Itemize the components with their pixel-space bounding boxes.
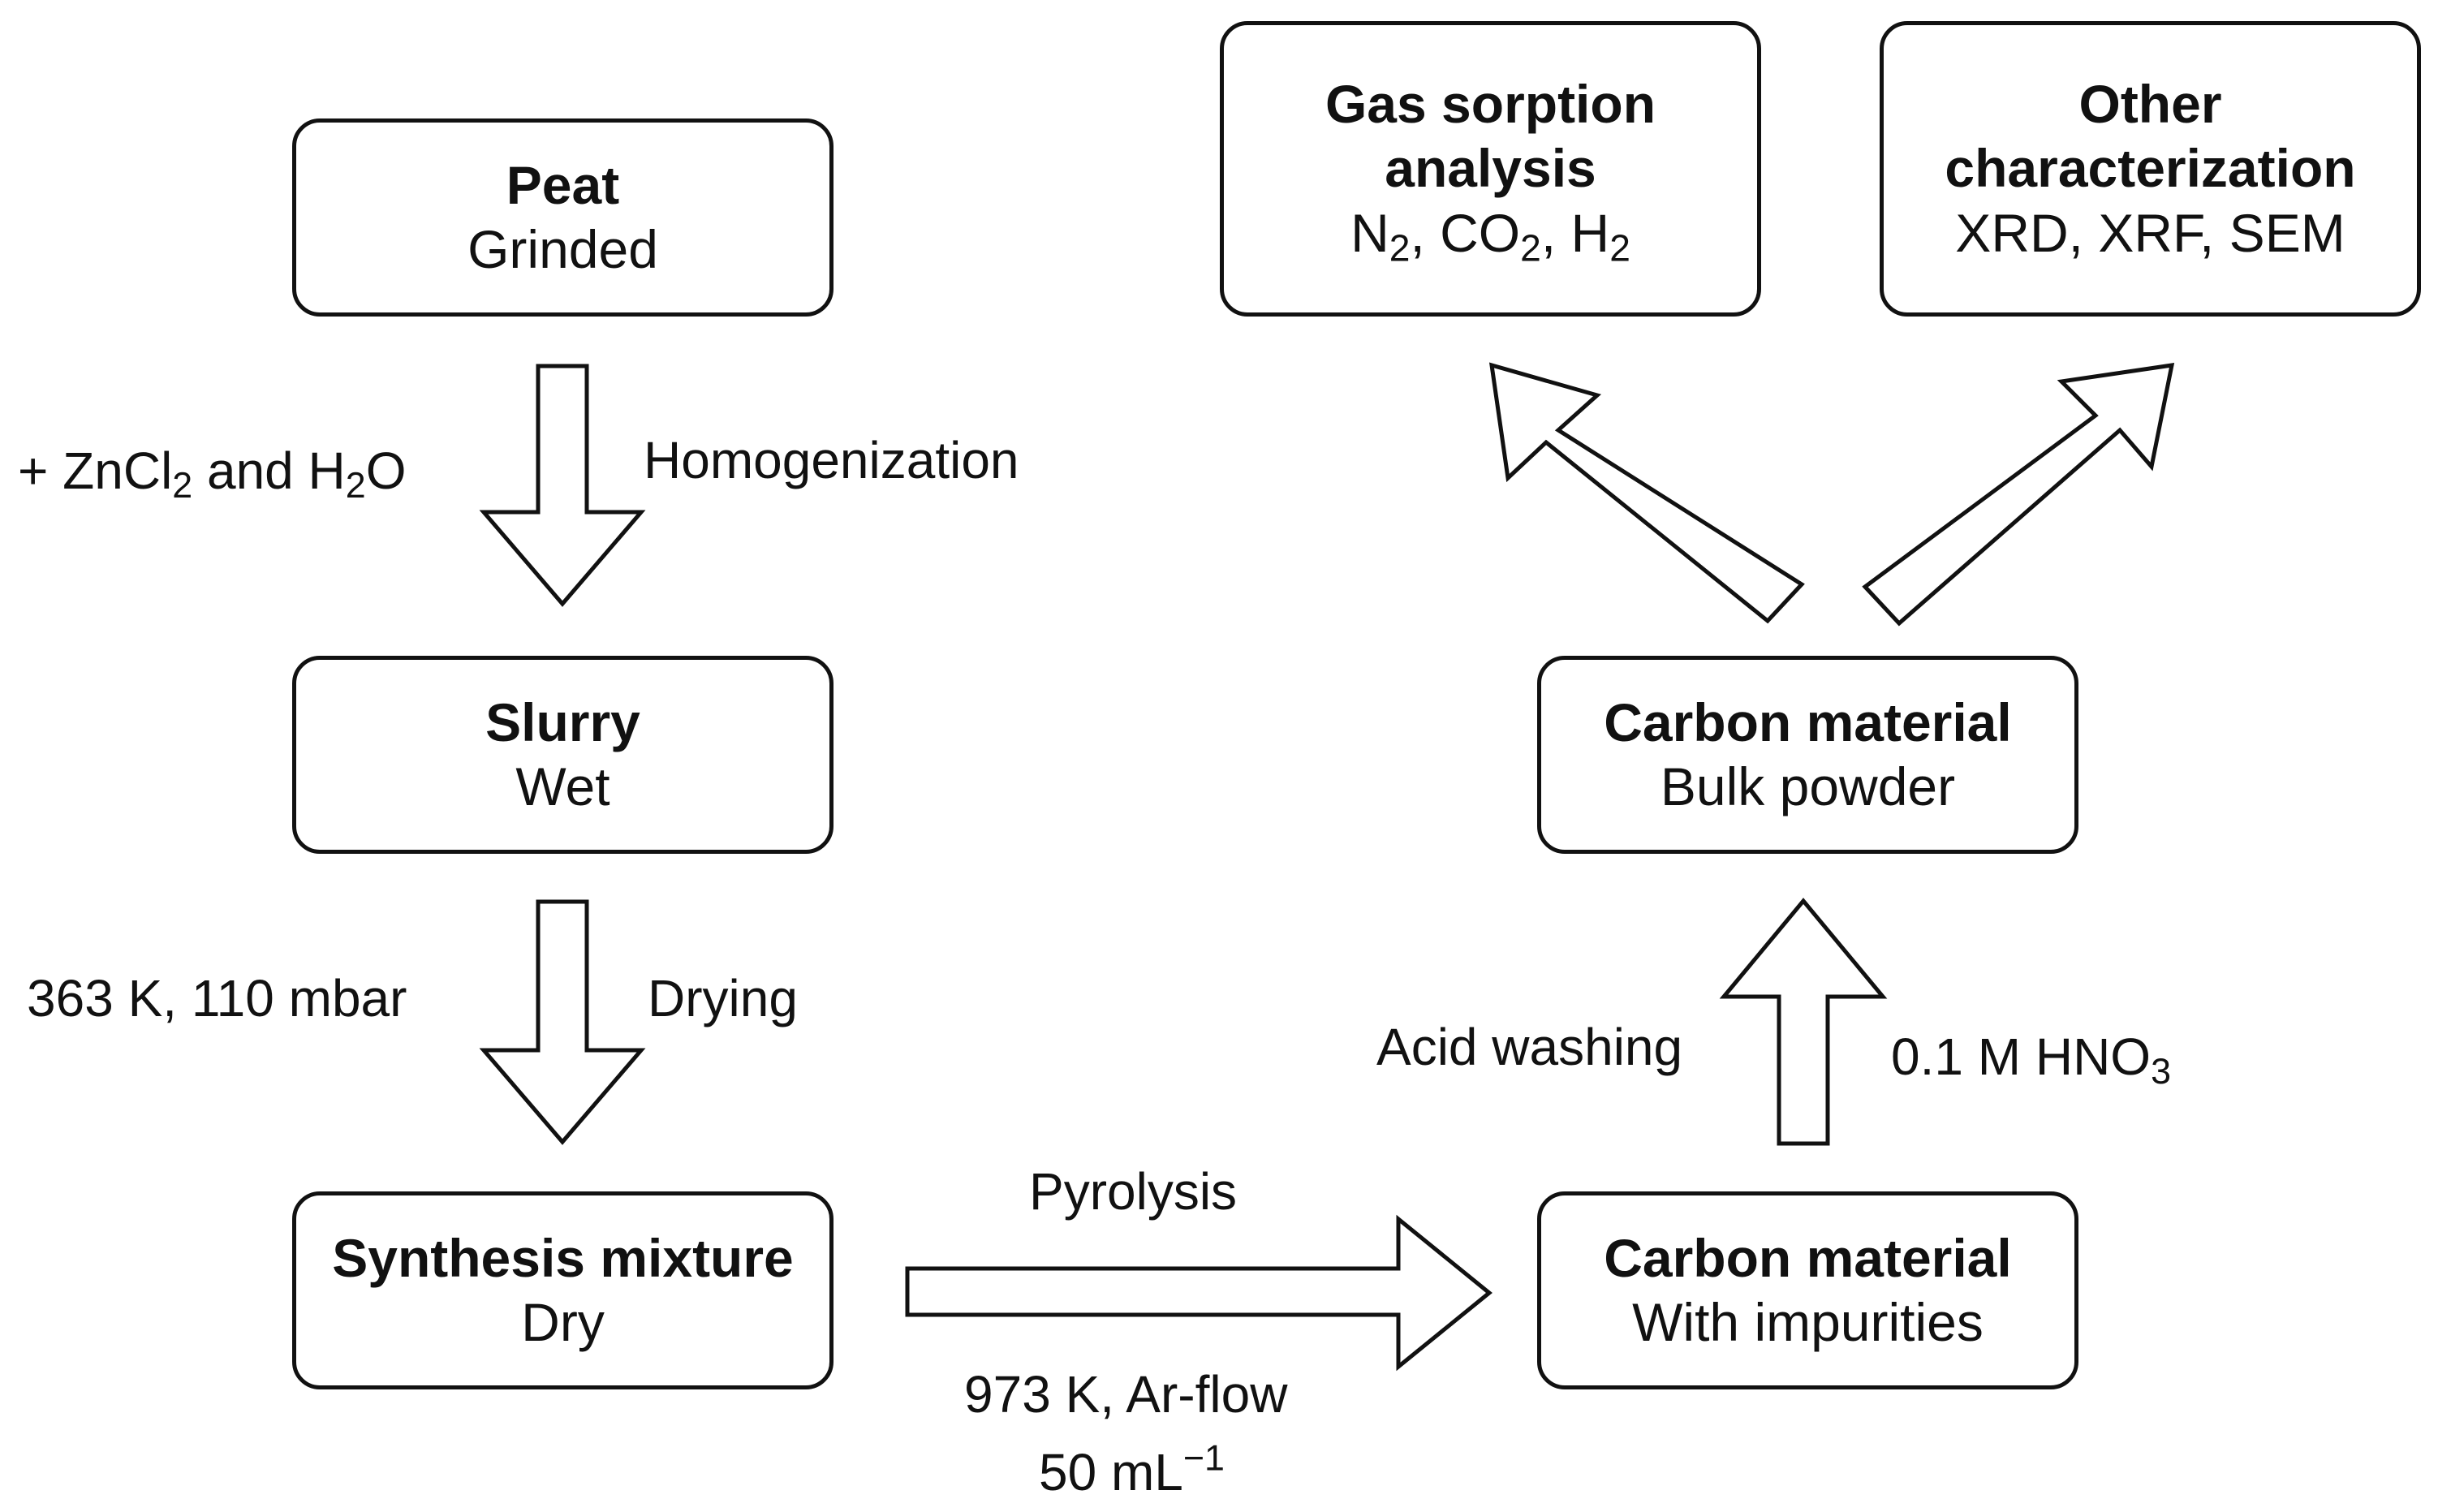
label-pyrolysis-conditions-1: 973 K, Ar-flow — [964, 1365, 1288, 1424]
box-other-characterization: Other characterization XRD, XRF, SEM — [1880, 21, 2421, 317]
synthesis-subtitle: Dry — [521, 1292, 605, 1352]
other-char-subtitle: XRD, XRF, SEM — [1955, 202, 2345, 263]
label-homogenization: Homogenization — [644, 431, 1019, 489]
peat-title: Peat — [506, 154, 620, 215]
carbon-bulk-subtitle: Bulk powder — [1660, 756, 1956, 816]
label-pyrolysis: Pyrolysis — [1029, 1162, 1238, 1221]
box-peat: Peat Grinded — [292, 118, 833, 317]
peat-subtitle: Grinded — [467, 219, 658, 279]
arrow-bulk-to-gas-sorption — [1488, 362, 1805, 624]
label-acid-washing: Acid washing — [1376, 1018, 1683, 1076]
box-gas-sorption: Gas sorption analysis N2, CO2, H2 — [1220, 21, 1761, 317]
slurry-title: Slurry — [485, 691, 640, 752]
other-char-title-line1: Other — [2078, 74, 2222, 135]
synthesis-title: Synthesis mixture — [332, 1227, 794, 1288]
label-hno3: 0.1 M HNO3 — [1891, 1027, 2171, 1092]
box-synthesis-mixture: Synthesis mixture Dry — [292, 1191, 833, 1389]
other-char-title-line2: characterization — [1945, 138, 2356, 199]
gas-sorption-subtitle: N2, CO2, H2 — [1350, 202, 1630, 269]
arrow-impure-to-bulk — [1719, 898, 1888, 1146]
arrow-peat-to-slurry — [479, 364, 646, 607]
carbon-impure-subtitle: With impurities — [1632, 1292, 1984, 1352]
arrow-slurry-to-synthesis — [479, 899, 646, 1145]
box-carbon-impurities: Carbon material With impurities — [1537, 1191, 2078, 1389]
box-slurry: Slurry Wet — [292, 656, 833, 854]
box-carbon-bulk: Carbon material Bulk powder — [1537, 656, 2078, 854]
slurry-subtitle: Wet — [515, 756, 610, 816]
label-drying-conditions: 363 K, 110 mbar — [27, 969, 407, 1027]
label-zncl2-h2o: + ZnCl2 and H2O — [18, 442, 407, 506]
arrow-bulk-to-other-char — [1862, 363, 2175, 627]
carbon-impure-title: Carbon material — [1604, 1227, 2012, 1288]
carbon-bulk-title: Carbon material — [1604, 691, 2012, 752]
gas-sorption-title-line2: analysis — [1385, 138, 1596, 199]
arrow-synthesis-to-carbon — [905, 1214, 1493, 1372]
label-drying: Drying — [648, 969, 798, 1027]
label-pyrolysis-conditions-2: 50 mL−1 — [1039, 1437, 1225, 1501]
gas-sorption-title-line1: Gas sorption — [1325, 74, 1656, 135]
